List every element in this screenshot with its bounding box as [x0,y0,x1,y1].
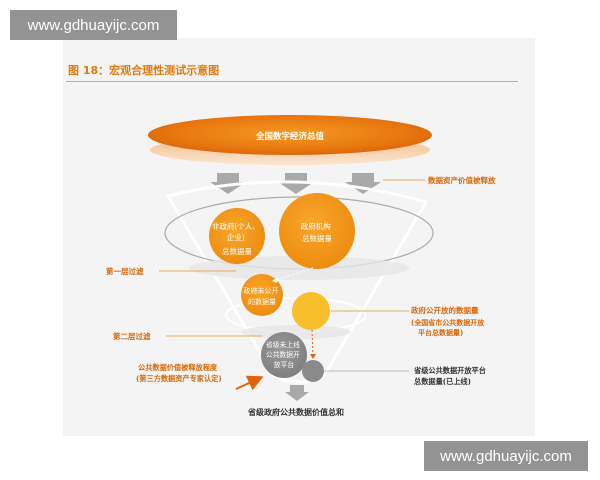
circle-public [292,292,330,330]
circle-government [279,193,355,269]
circle-grey-label: 省级未上线 公共数据开 放平台 [266,340,302,369]
dashed-arrow-head-2 [310,354,316,359]
watermark-top: www.gdhuayijc.com [10,10,177,40]
circle-unpublic [241,274,283,316]
dashed-arrow-public-to-platform [311,329,314,358]
figure-title: 图 18：宏观合理性测试示意图 [68,64,220,77]
release-degree-label: 公共数据价值被释放程度 (第三方数据资产专家认定) [136,363,222,383]
circle-non-government [209,208,265,264]
down-arrow-3 [345,173,381,194]
bottom-label: 省级政府公共数据价值总和 [247,407,344,417]
top-ellipse-label: 全国数字经济总值 [255,131,325,142]
watermark-bottom: www.gdhuayijc.com [424,441,588,471]
platform-label: 省级公共数据开放平台 总数据量(已上线) [413,366,488,386]
circle-unpublic-label: 政府未公开 的数据量 [243,286,280,306]
filter2-label: 第二层过滤 [113,331,151,341]
circle-grey-platform [302,360,324,382]
title-rule [66,81,518,82]
dashed-arrow-gov-to-unpublic [273,267,314,282]
release-label: 数据资产价值被释放 [428,175,496,185]
top-ellipse [148,115,432,155]
funnel-outline [165,180,429,384]
public-sublabel: (全国省市公共数据开放 平台总数据量) [411,318,487,337]
release-degree-arrow [235,375,264,391]
filter1-label: 第一层过滤 [106,266,144,276]
down-arrow-1 [210,173,246,194]
circle-grey-unlisted [261,332,307,378]
circle-non-government-label: 非政府(个人、 企业) 总数据量 [212,221,262,256]
public-label: 政府公开放的数据量 [411,305,479,315]
circle-government-label: 政府机构 总数据量 [301,221,333,243]
bottom-down-arrow [285,385,309,401]
lower-ring-shadow [241,325,351,339]
dashed-arrow-head-1 [272,277,278,283]
